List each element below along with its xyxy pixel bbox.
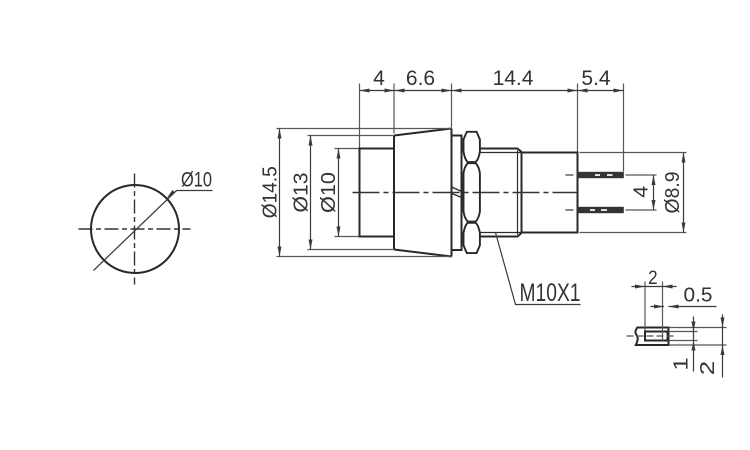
svg-text:Ø8.9: Ø8.9 — [662, 172, 684, 214]
svg-text:2: 2 — [697, 361, 719, 376]
svg-text:Ø10: Ø10 — [318, 172, 340, 213]
svg-text:2: 2 — [648, 268, 658, 289]
svg-text:4: 4 — [373, 67, 385, 90]
svg-text:6.6: 6.6 — [406, 67, 435, 90]
svg-text:5.4: 5.4 — [581, 67, 611, 90]
svg-text:Ø14.5: Ø14.5 — [260, 166, 282, 218]
svg-text:4: 4 — [631, 186, 653, 198]
svg-text:Ø10: Ø10 — [181, 168, 212, 191]
svg-text:14.4: 14.4 — [493, 67, 534, 90]
svg-text:M10X1: M10X1 — [520, 279, 581, 307]
svg-text:1: 1 — [671, 358, 693, 371]
svg-text:Ø13: Ø13 — [291, 173, 313, 213]
svg-text:0.5: 0.5 — [684, 285, 713, 307]
